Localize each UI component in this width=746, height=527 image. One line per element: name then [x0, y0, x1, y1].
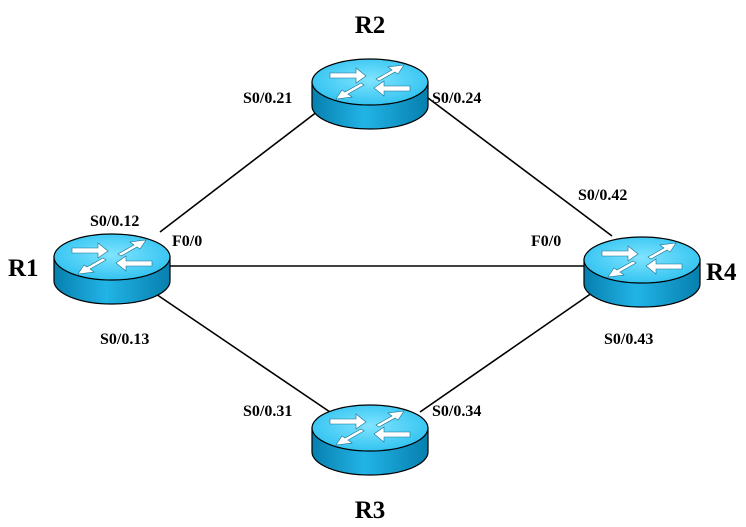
router-top — [311, 58, 429, 106]
router-arrow — [329, 413, 367, 430]
router-arrows — [71, 239, 153, 275]
router-arrow — [375, 410, 405, 428]
iface-label-r1-s0-0-13: S0/0.13 — [100, 331, 149, 348]
router-r1[interactable] — [53, 233, 171, 305]
iface-label-r4-s0-0-43: S0/0.43 — [604, 331, 653, 348]
router-label-r2: R2 — [355, 12, 386, 39]
iface-label-r1-s0-0-12: S0/0.12 — [90, 213, 139, 230]
iface-label-r1-f0-0: F0/0 — [172, 233, 202, 250]
iface-label-r4-f0-0: F0/0 — [531, 233, 561, 250]
router-arrow — [115, 255, 153, 272]
iface-label-r3-s0-0-34: S0/0.34 — [432, 403, 481, 420]
router-top — [583, 236, 701, 284]
router-arrow — [373, 426, 411, 443]
router-arrow — [71, 242, 109, 259]
router-arrows — [601, 242, 683, 278]
router-arrow — [117, 239, 147, 257]
router-arrow — [601, 245, 639, 262]
router-arrow — [77, 257, 107, 275]
router-icon — [53, 233, 171, 305]
router-top — [53, 233, 171, 281]
link-r2-r4 — [427, 97, 613, 237]
router-arrow — [329, 67, 367, 84]
router-arrow — [375, 64, 405, 82]
router-icon — [311, 58, 429, 130]
router-arrow — [645, 258, 683, 275]
router-r2[interactable] — [311, 58, 429, 130]
router-top — [311, 404, 429, 452]
router-label-r4: R4 — [706, 259, 737, 286]
router-label-r3: R3 — [355, 497, 386, 524]
iface-label-r2-s0-0-21: S0/0.21 — [243, 90, 292, 107]
router-arrow — [607, 260, 637, 278]
iface-label-r2-s0-0-24: S0/0.24 — [432, 90, 481, 107]
links — [149, 97, 613, 413]
router-label-r1: R1 — [8, 255, 39, 282]
router-r3[interactable] — [311, 404, 429, 476]
link-r1-r3 — [149, 289, 331, 413]
iface-label-r4-s0-0-42: S0/0.42 — [578, 187, 627, 204]
router-icon — [583, 236, 701, 308]
router-arrow — [373, 80, 411, 97]
router-arrows — [329, 64, 411, 100]
router-arrow — [335, 82, 365, 100]
router-r4[interactable] — [583, 236, 701, 308]
link-r3-r4 — [419, 285, 603, 413]
router-arrow — [647, 242, 677, 260]
link-r1-r2 — [159, 107, 323, 233]
iface-label-r3-s0-0-31: S0/0.31 — [243, 403, 292, 420]
router-icon — [311, 404, 429, 476]
router-arrows — [329, 410, 411, 446]
router-arrow — [335, 428, 365, 446]
